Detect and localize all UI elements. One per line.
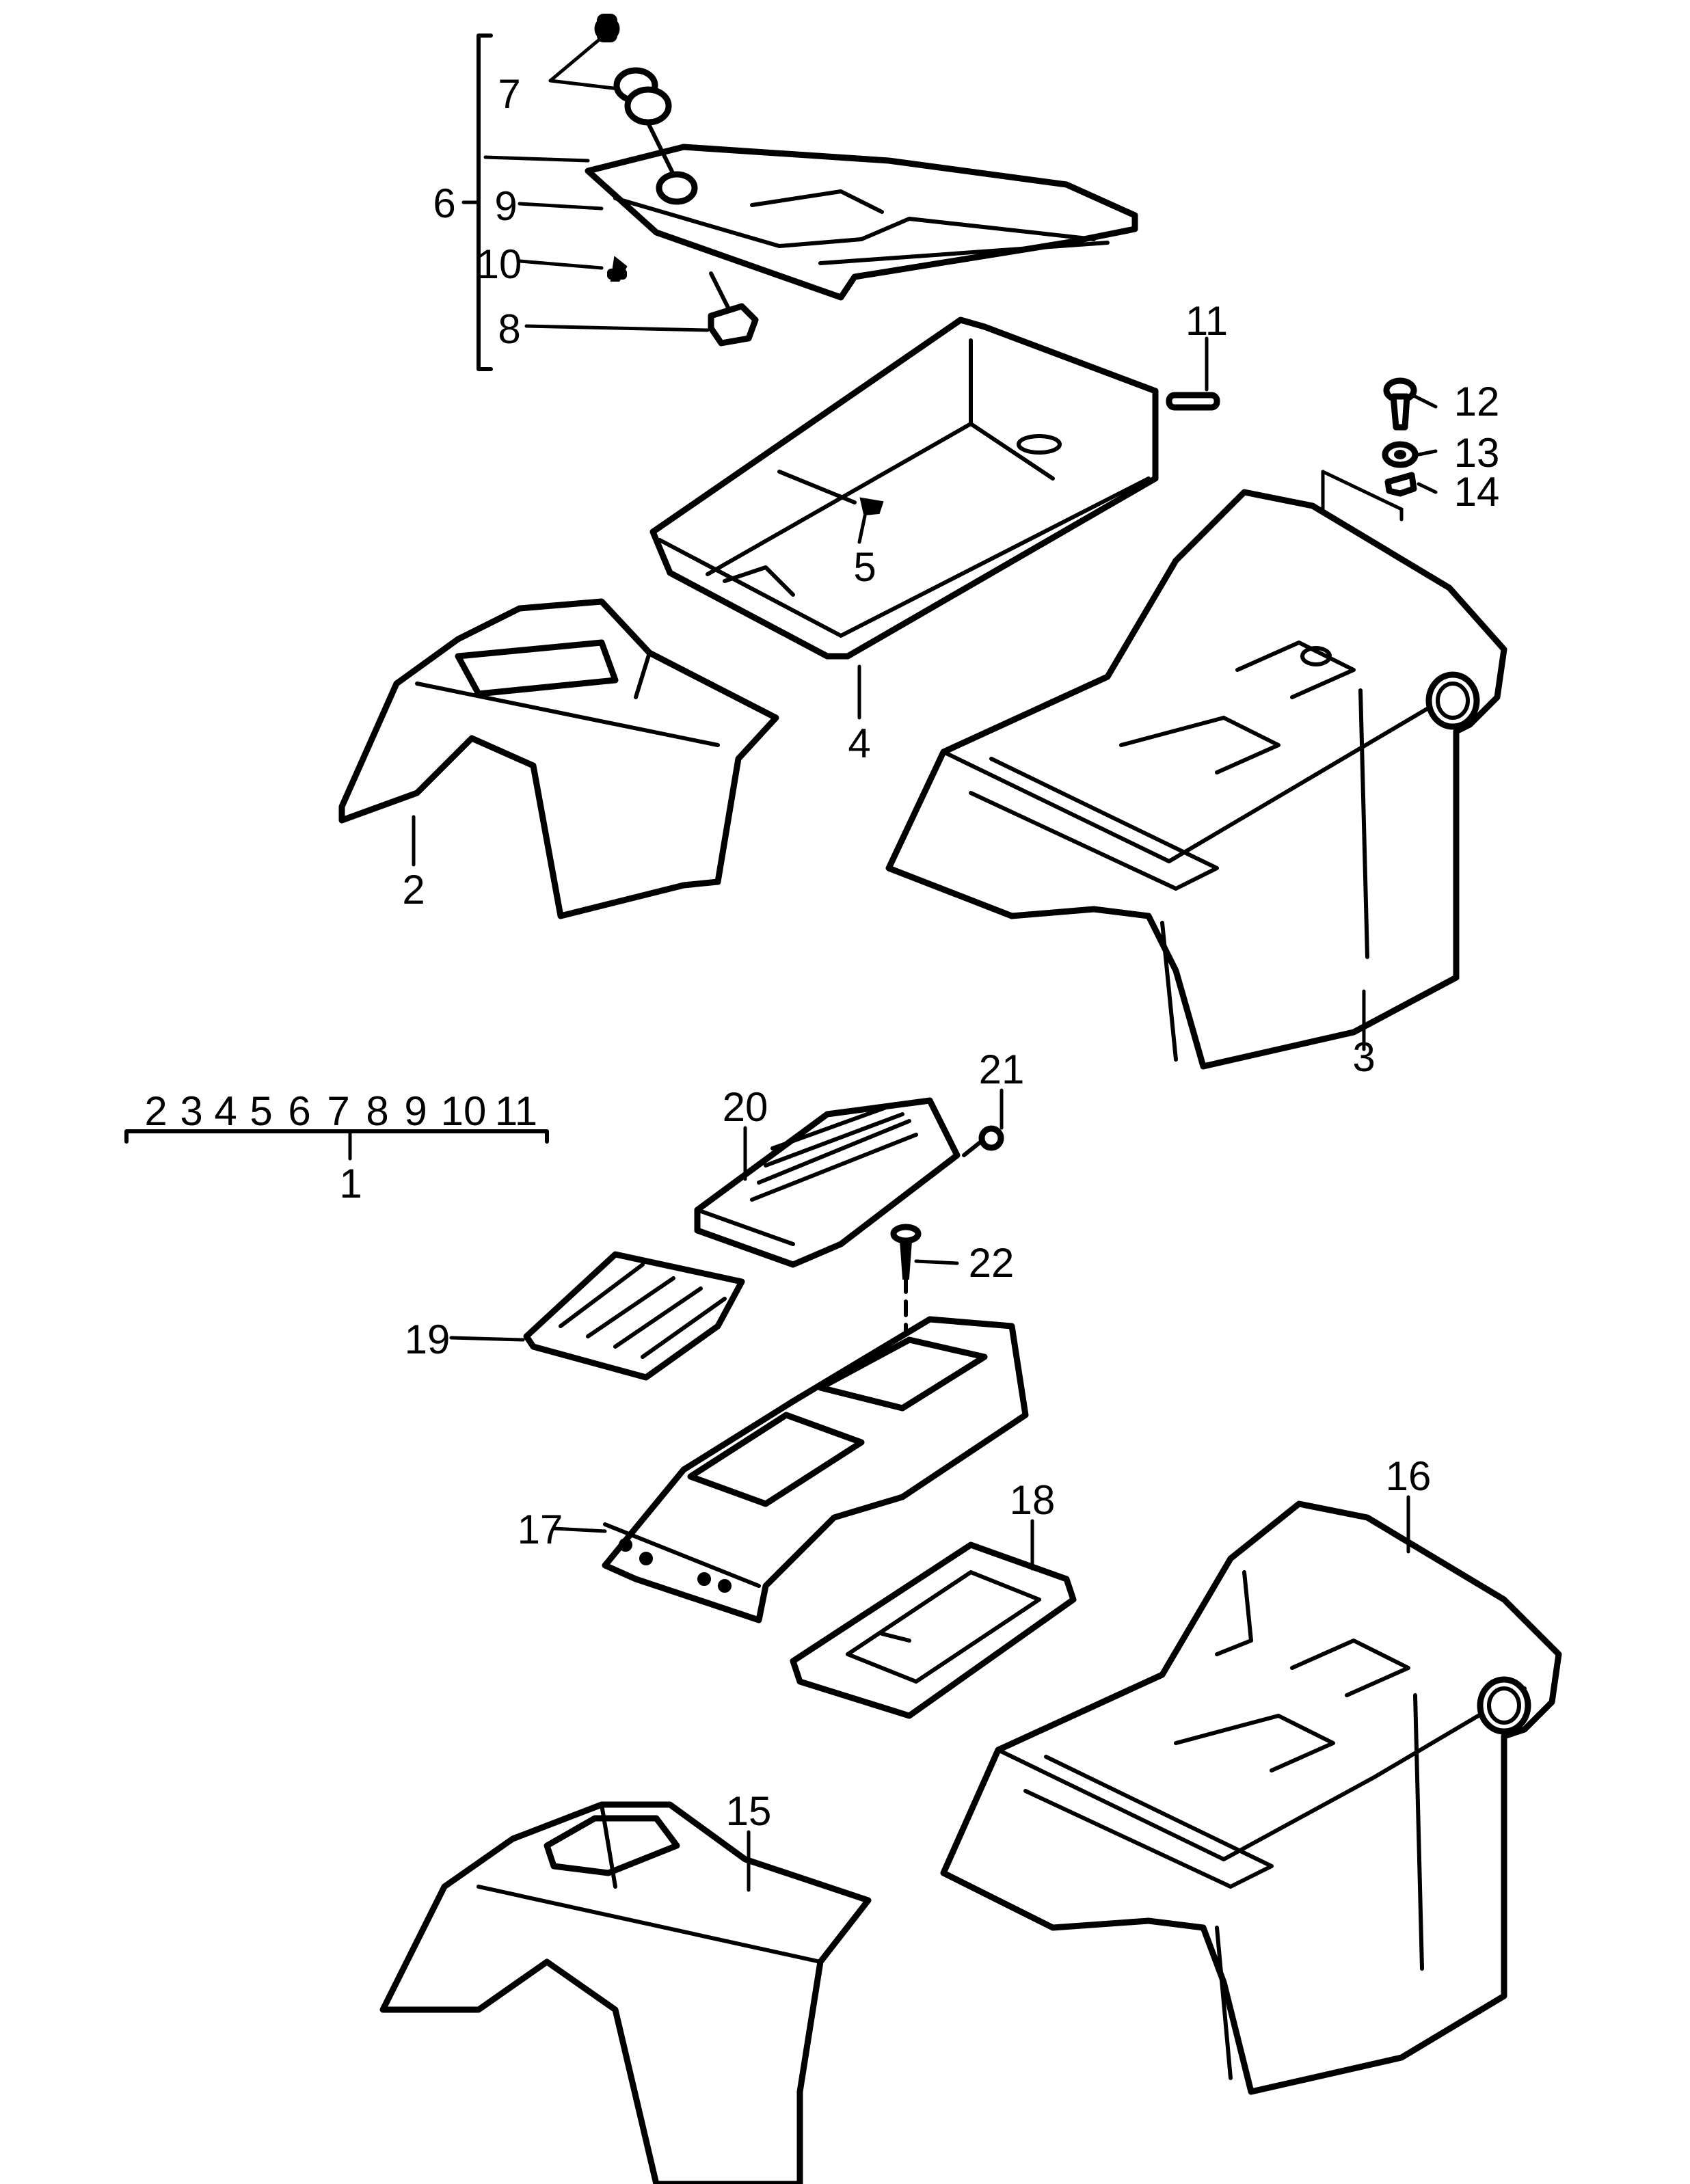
lid-assembly-bracket	[461, 33, 493, 371]
part-13-washer	[1382, 441, 1419, 468]
callout-10: 10	[477, 241, 522, 287]
part-8-latch	[708, 271, 759, 347]
group-member: 8	[366, 1088, 388, 1134]
callout-16: 16	[1386, 1453, 1432, 1499]
callout-6: 6	[433, 180, 455, 226]
group-member: 3	[180, 1088, 202, 1134]
callout-1: 1	[339, 1161, 362, 1206]
callout-20: 20	[723, 1084, 768, 1130]
part-18-armrest-pad	[790, 1541, 1077, 1719]
group-member: 4	[214, 1088, 237, 1134]
group-member: 11	[495, 1088, 537, 1134]
part-5-screw	[777, 470, 884, 516]
group-member: 5	[250, 1088, 272, 1134]
part-17-top-cover	[602, 1316, 1029, 1623]
group-member: 9	[404, 1088, 427, 1134]
part-14-nut	[1384, 472, 1417, 497]
part-9-lid	[585, 144, 1138, 301]
callout-9: 9	[494, 183, 517, 229]
part-20-grille-panel	[694, 1097, 961, 1268]
callout-15: 15	[726, 1788, 772, 1834]
callout-labels: 1 2 3 4 5 6 7 8 9 10 11 12 13 14 15 16 1…	[339, 71, 1499, 1834]
callout-4: 4	[848, 720, 870, 766]
leader-lines	[412, 36, 1438, 1892]
callout-8: 8	[498, 306, 520, 352]
callout-5: 5	[853, 544, 876, 590]
callout-18: 18	[1010, 1477, 1056, 1523]
part-4-storage-tray	[649, 316, 1159, 660]
part-2-trim-cover	[338, 598, 779, 919]
callout-17: 17	[518, 1507, 563, 1552]
part-3-console-body	[885, 489, 1507, 1070]
part-7-lock-cylinder	[594, 14, 698, 205]
callout-13: 13	[1454, 430, 1500, 476]
callout-11: 11	[1185, 298, 1228, 344]
callout-22: 22	[969, 1240, 1015, 1286]
part-12-bolt	[1383, 377, 1417, 431]
part-21-screw	[962, 1125, 1004, 1157]
callout-3: 3	[1352, 1034, 1375, 1080]
assembly-group-members: 2 3 4 5 6 7 8 9 10 11	[144, 1088, 537, 1134]
group-member: 2	[144, 1088, 167, 1134]
part-16-console-body	[940, 1500, 1562, 2095]
callout-14: 14	[1454, 469, 1500, 515]
callout-7: 7	[498, 71, 520, 117]
group-member: 10	[441, 1088, 487, 1134]
part-10-screw	[607, 256, 628, 282]
group-member: 7	[327, 1088, 349, 1134]
part-19-vent-panel	[523, 1251, 745, 1381]
part-11-hinge-pin	[1166, 392, 1220, 411]
callout-21: 21	[979, 1047, 1025, 1092]
group-member: 6	[288, 1088, 310, 1134]
callout-19: 19	[405, 1317, 451, 1362]
part-15-trim-cover	[379, 1801, 872, 2184]
callout-12: 12	[1454, 379, 1500, 424]
callout-2: 2	[402, 867, 425, 913]
assembly-group-bracket	[124, 1129, 549, 1161]
